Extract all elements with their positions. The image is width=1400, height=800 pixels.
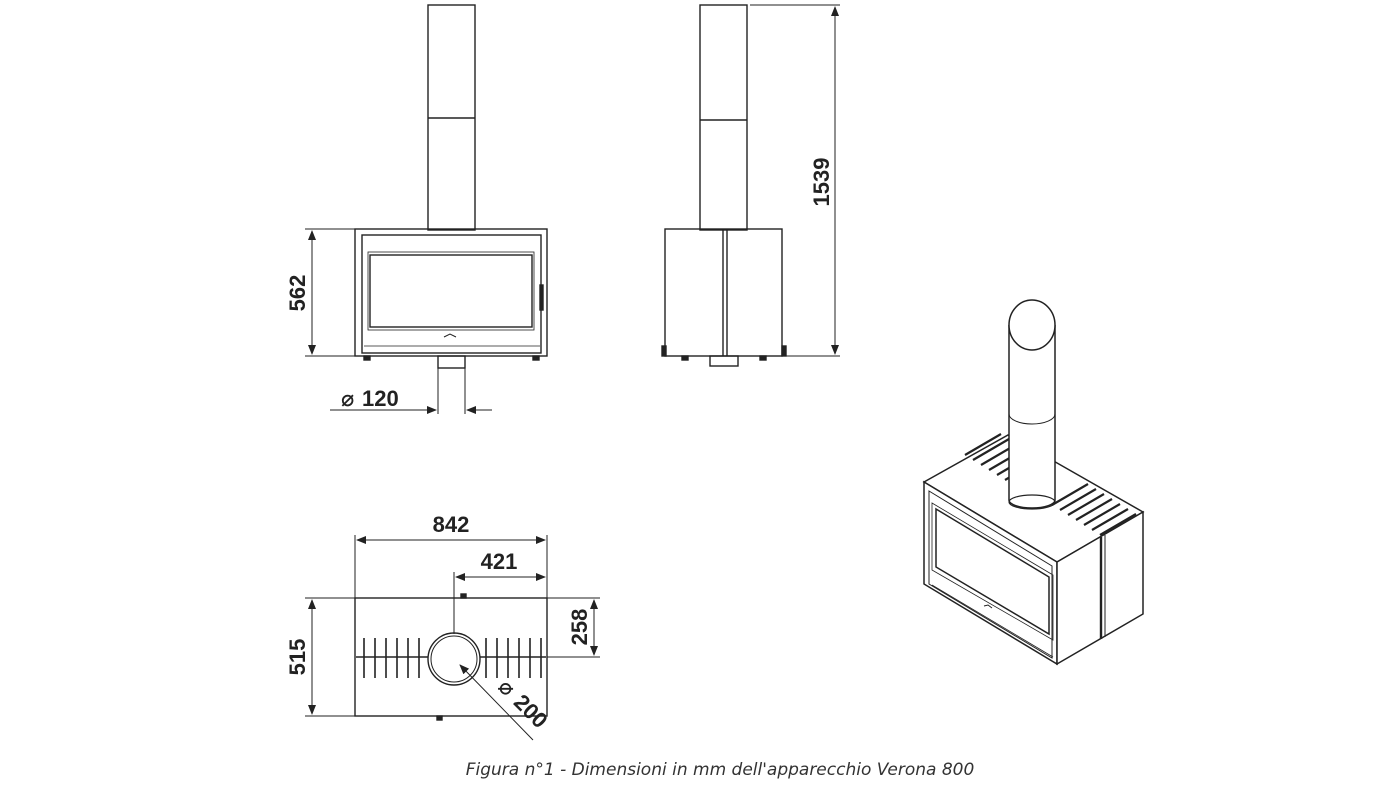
isometric-view (922, 299, 1145, 666)
iso-vent-slot (1059, 488, 1097, 511)
diameter-symbol: ⌀ (341, 386, 354, 411)
top-view (354, 593, 548, 721)
front-view (354, 4, 548, 414)
total-height-label: 1539 (809, 158, 834, 207)
front-glass-door (369, 254, 533, 328)
collar-diameter-label: 200 (509, 689, 553, 733)
figure-caption-text: Figura n°1 - Dimensioni in mm dell'appar… (465, 760, 975, 780)
iso-vent-slot (964, 433, 1002, 456)
side-flue-pipe (699, 4, 748, 231)
iso-vent-slot (1099, 513, 1137, 536)
iso-vent-slot (1067, 493, 1105, 516)
front-stove-body (354, 228, 548, 357)
top-dimension-lines (305, 535, 600, 741)
front-height-label: 562 (285, 275, 310, 312)
half-width-label: 421 (481, 549, 518, 574)
flue-diameter-label: 120 (362, 386, 399, 411)
top-depth-label: 515 (285, 639, 310, 676)
front-dimension-lines (305, 228, 492, 414)
top-width-label: 842 (433, 512, 470, 537)
iso-vent-slot (1075, 498, 1113, 521)
iso-vent-slot (1091, 508, 1129, 531)
iso-vent-slot (1051, 483, 1089, 506)
iso-flue-pipe (1008, 325, 1056, 509)
iso-vent-slot (972, 438, 1010, 461)
figure-caption: Figura n°1 - Dimensioni in mm dell'appar… (0, 760, 1400, 780)
iso-glass-door (935, 507, 1050, 636)
half-depth-label: 258 (567, 609, 592, 646)
iso-vent-slot (1083, 503, 1121, 526)
side-dimension-lines (750, 4, 840, 357)
side-view (661, 4, 787, 367)
